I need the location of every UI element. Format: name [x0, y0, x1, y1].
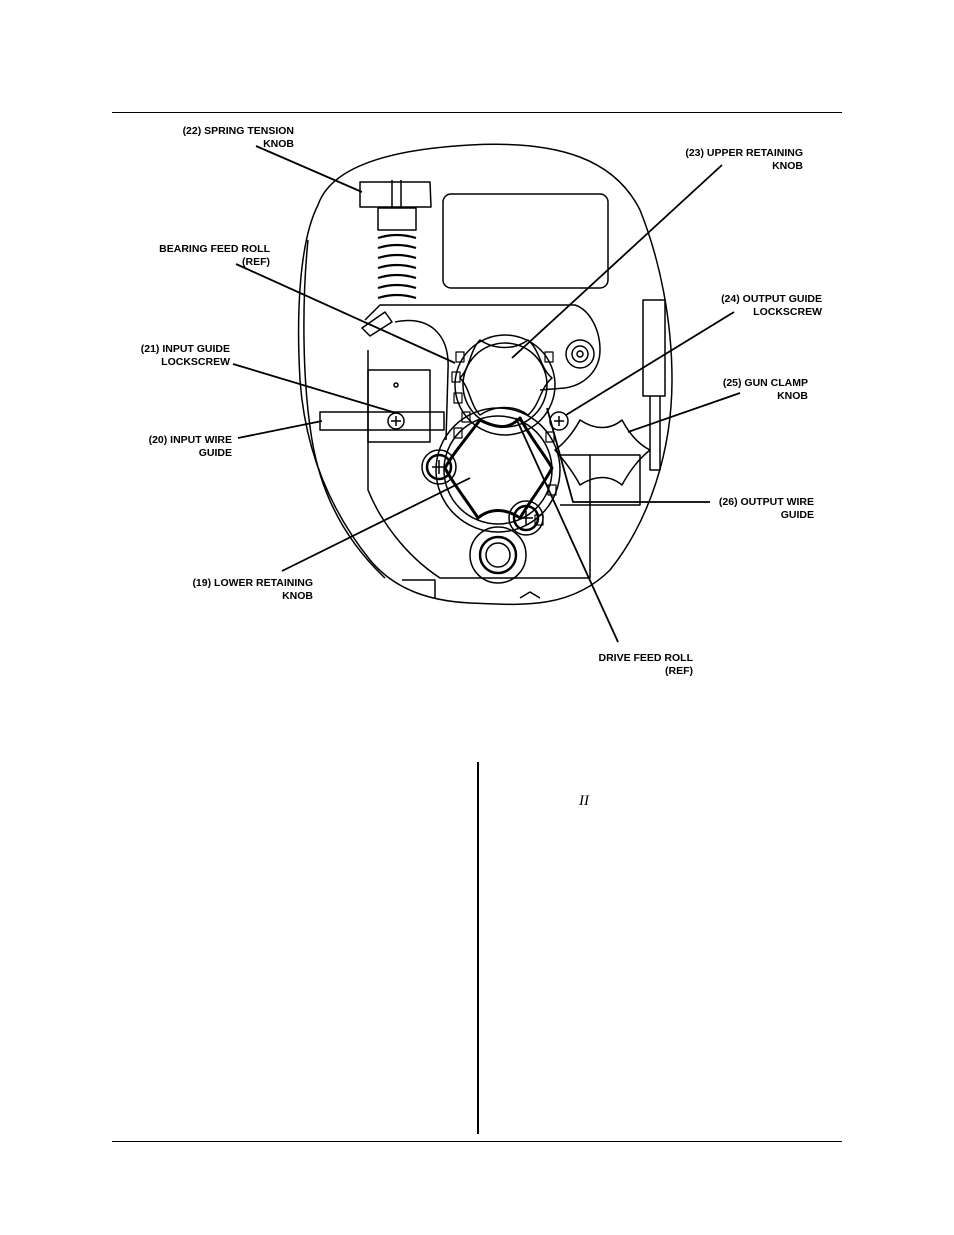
- right-side-bracket: [649, 396, 661, 471]
- bottom-rule: [112, 1141, 842, 1142]
- spring-knob-stem: [377, 207, 417, 231]
- drive-shaft-outer: [469, 526, 527, 584]
- leader-input-guide-lockscrew: [232, 363, 397, 414]
- leader-gun-clamp-knob: [627, 392, 741, 433]
- tension-spring: [377, 233, 417, 300]
- drive-feed-roll: [435, 407, 561, 533]
- leader-output-guide-lockscrew: [565, 311, 735, 416]
- pivot-screw-outer: [565, 339, 595, 369]
- base-plate: [367, 350, 591, 579]
- arm-pivot-plate: [394, 319, 449, 441]
- bearing-feed-roll: [454, 334, 556, 436]
- housing-outline: [297, 143, 673, 606]
- spring-knob-cap: [359, 181, 432, 208]
- display-window: [442, 193, 609, 289]
- leader-bearing-feed-roll: [235, 263, 456, 364]
- leader-input-wire-guide: [237, 420, 323, 439]
- label-lower-retaining-knob: (19) LOWER RETAINING KNOB: [192, 577, 313, 602]
- label-gun-clamp-knob: (25) GUN CLAMP KNOB: [722, 377, 808, 402]
- label-input-wire-guide: (20) INPUT WIRE GUIDE: [148, 434, 232, 459]
- leader-spring-tension-knob: [255, 145, 363, 193]
- wire-feeder-diagram: [232, 143, 741, 643]
- leader-drive-feed-roll: [515, 417, 619, 643]
- lower-retaining-knob: [443, 416, 554, 520]
- leader-upper-retaining-knob: [511, 164, 723, 359]
- drive-shaft-inner: [478, 535, 518, 575]
- column-divider: [477, 762, 479, 1134]
- label-spring-tension-knob: (22) SPRING TENSION KNOB: [182, 125, 294, 150]
- leader-output-wire-guide: [546, 407, 710, 503]
- upper-retaining-knob: [459, 339, 553, 416]
- label-output-guide-lockscrew: (24) OUTPUT GUIDE LOCKSCREW: [721, 293, 822, 318]
- label-output-wire-guide: (26) OUTPUT WIRE GUIDE: [718, 496, 814, 521]
- lower-right-screw: [512, 504, 540, 532]
- leader-lines: [232, 145, 741, 643]
- label-bearing-feed-roll: BEARING FEED ROLL (REF): [159, 243, 270, 268]
- right-side-panel: [642, 299, 666, 397]
- upper-gear-teeth: [451, 351, 554, 423]
- lower-right-screw-outer: [508, 500, 544, 536]
- roman-numeral-mark: II: [579, 793, 589, 809]
- input-guide-block: [367, 369, 431, 443]
- input-wire-guide-tube: [319, 411, 445, 431]
- label-upper-retaining-knob: (23) UPPER RETAINING KNOB: [685, 147, 803, 172]
- label-drive-feed-roll: DRIVE FEED ROLL (REF): [598, 652, 693, 677]
- pivot-screw-inner: [571, 345, 589, 363]
- housing-inner-edge: [303, 239, 386, 579]
- leader-lower-retaining-knob: [281, 477, 471, 572]
- lower-left-screw: [425, 453, 453, 481]
- label-input-guide-lockscrew: (21) INPUT GUIDE LOCKSCREW: [140, 343, 230, 368]
- gun-clamp-knob: [554, 419, 651, 486]
- pressure-arm: [364, 304, 601, 391]
- lower-left-screw-outer: [421, 449, 457, 485]
- top-rule: [112, 112, 842, 113]
